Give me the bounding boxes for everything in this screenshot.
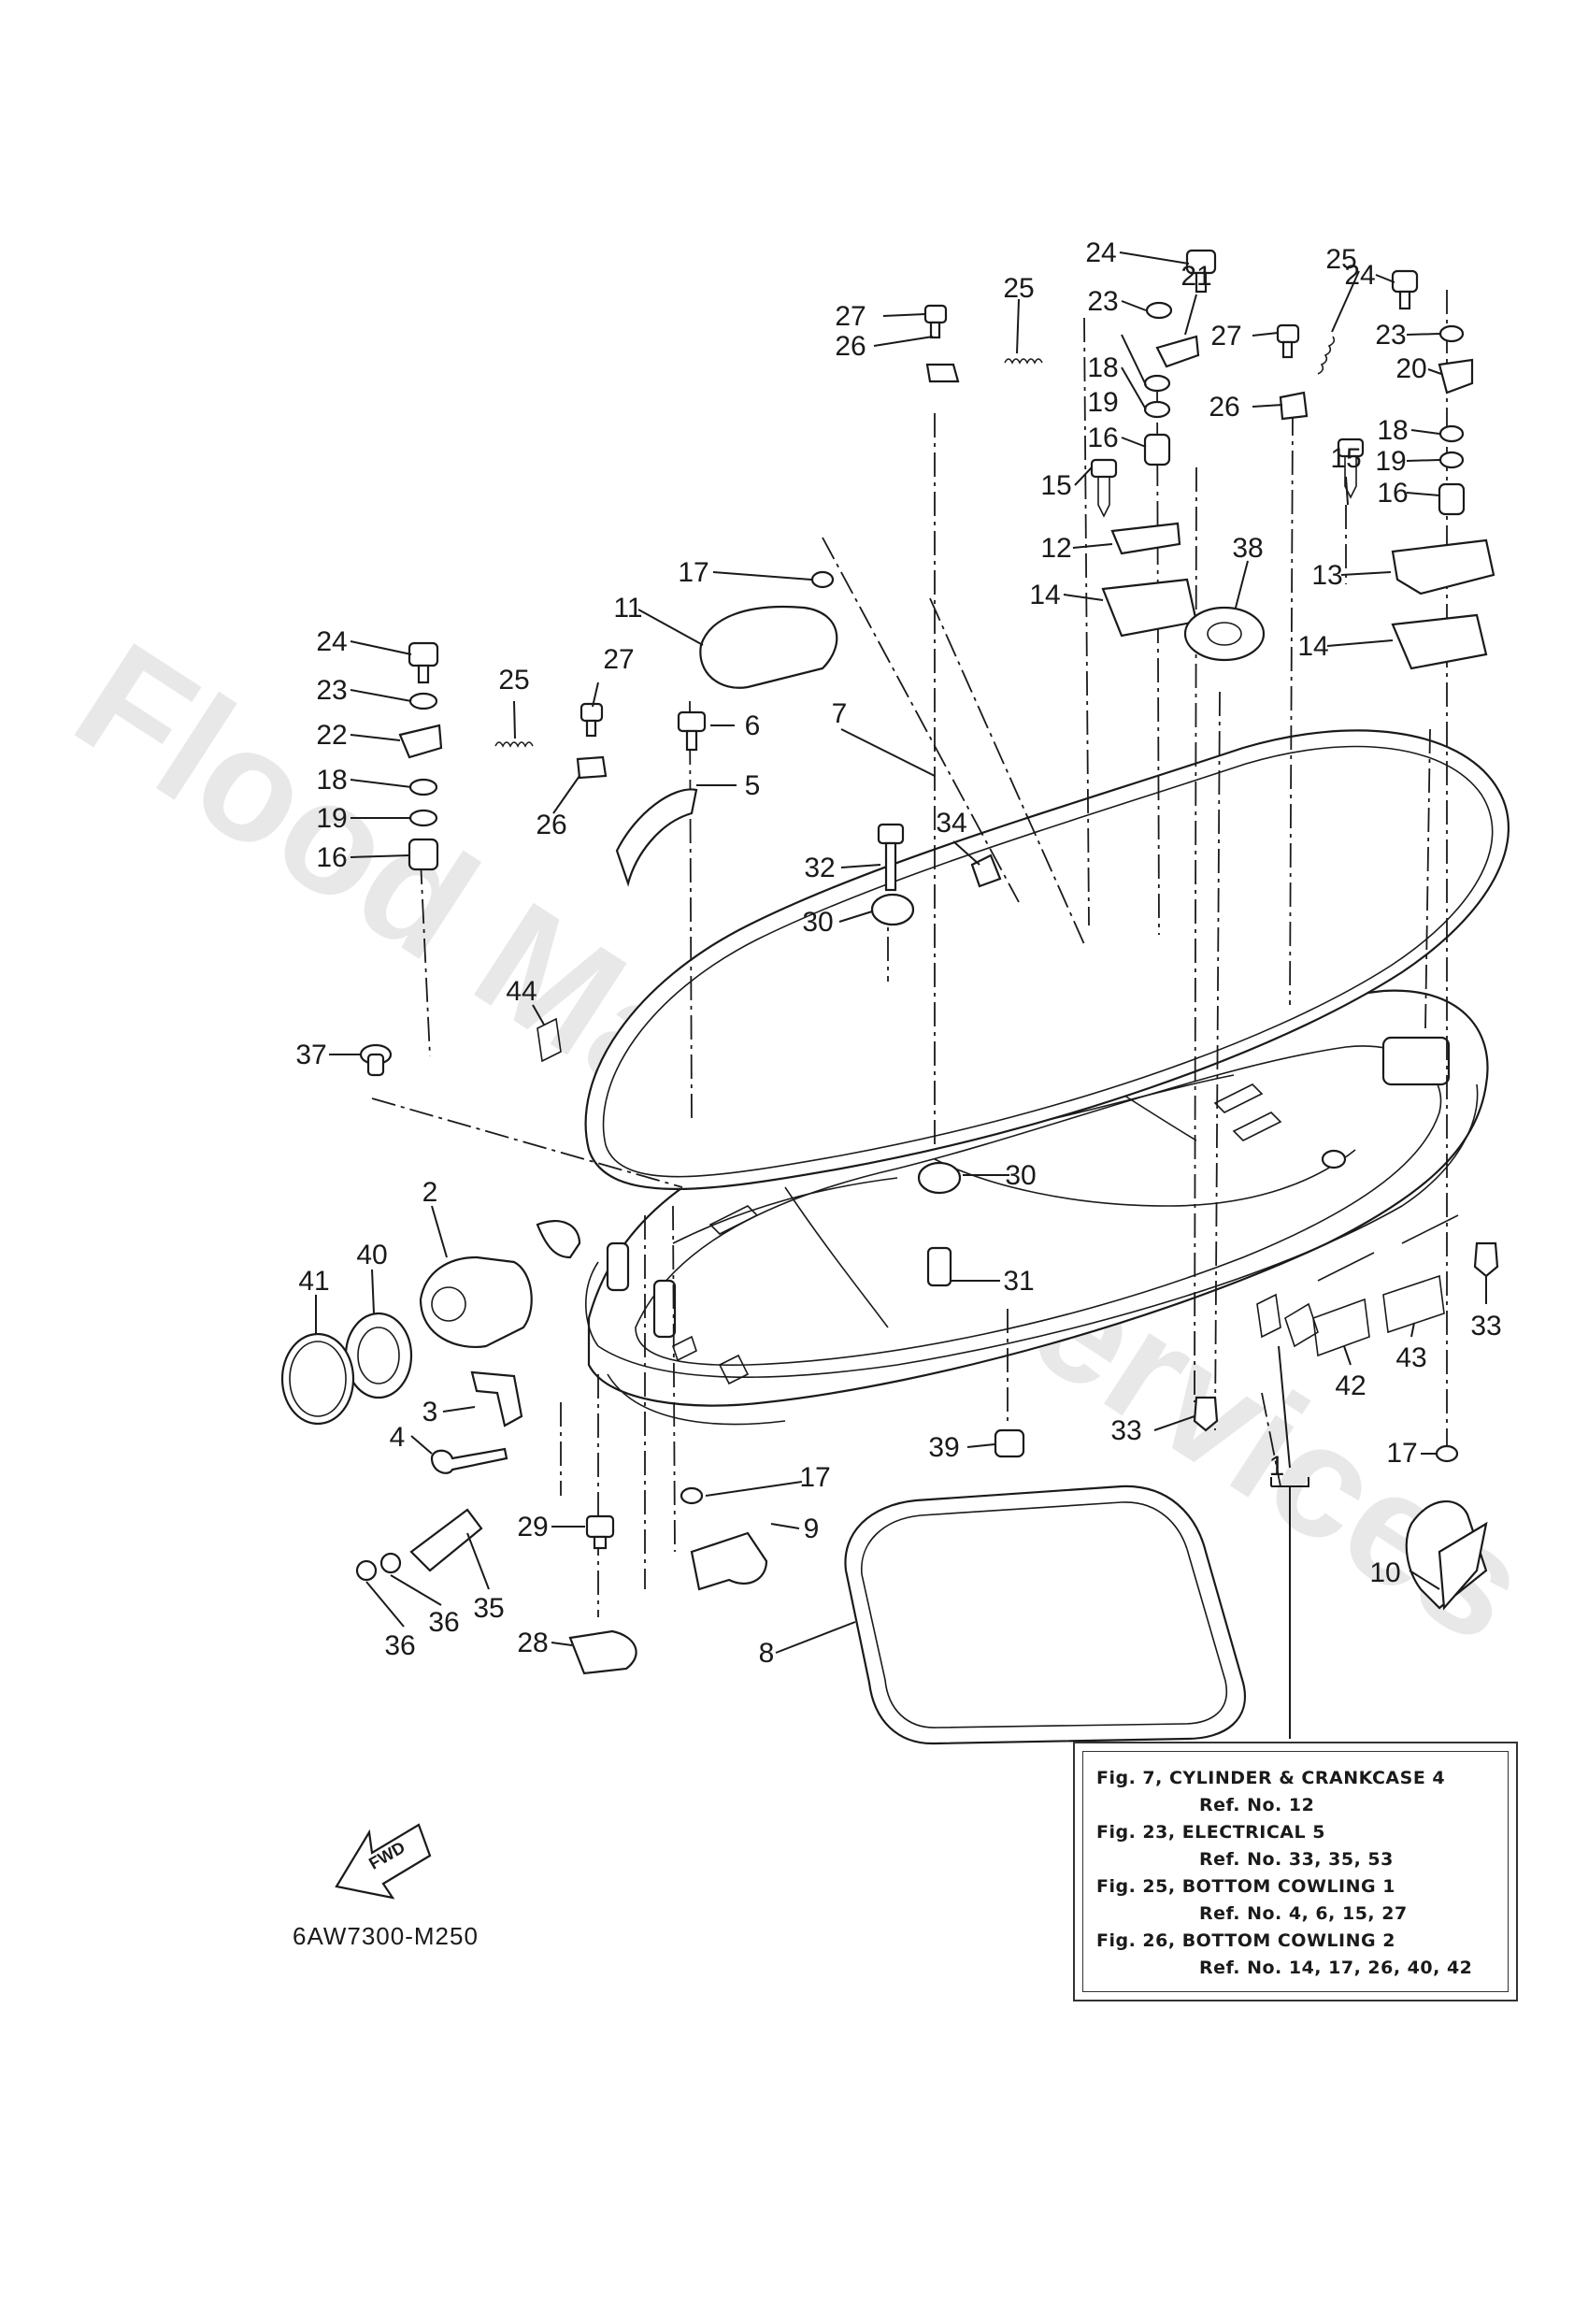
callout: 15 — [1040, 470, 1071, 501]
callout: 9 — [804, 1513, 820, 1544]
reference-figure: Fig. 25, BOTTOM COWLING 1 — [1096, 1876, 1395, 1897]
callout: 26 — [536, 810, 566, 840]
callout: 7 — [832, 698, 848, 729]
callout: 23 — [316, 675, 347, 706]
callout: 29 — [517, 1512, 548, 1542]
callout: 22 — [316, 720, 347, 751]
callout: 19 — [1375, 446, 1406, 477]
callout: 21 — [1180, 261, 1211, 292]
callout: 13 — [1311, 560, 1342, 591]
callout: 42 — [1335, 1370, 1366, 1401]
callout: 17 — [1386, 1438, 1417, 1469]
callout: 19 — [1087, 387, 1118, 418]
callout: 43 — [1395, 1342, 1426, 1373]
callout: 4 — [390, 1422, 406, 1453]
callout: 11 — [613, 593, 642, 624]
callout: 27 — [1210, 321, 1241, 351]
callout: 14 — [1029, 580, 1060, 610]
callout: 26 — [1209, 392, 1239, 423]
callout: 12 — [1040, 533, 1071, 564]
callout: 18 — [1377, 415, 1408, 446]
callout: 25 — [1325, 244, 1356, 275]
callout: 34 — [936, 808, 966, 839]
diagram-code: 6AW7300-M250 — [293, 1922, 479, 1950]
reference-numbers: Ref. No. 12 — [1199, 1795, 1315, 1815]
callout: 33 — [1470, 1311, 1501, 1341]
callout: 16 — [1087, 423, 1118, 453]
callout: 2 — [422, 1177, 438, 1208]
assembly-lines — [371, 290, 1448, 1617]
reference-numbers: Ref. No. 4, 6, 15, 27 — [1199, 1903, 1408, 1924]
leader-lines — [315, 251, 1487, 1739]
callout: 10 — [1369, 1557, 1400, 1588]
callout: 41 — [298, 1266, 329, 1297]
reference-figure: Fig. 7, CYLINDER & CRANKCASE 4 — [1096, 1768, 1446, 1788]
callout: 23 — [1375, 320, 1406, 351]
callout: 37 — [295, 1040, 326, 1070]
seal-7 — [584, 729, 1510, 1190]
callout: 20 — [1395, 353, 1426, 384]
callout: 15 — [1330, 443, 1361, 474]
callout: 39 — [928, 1432, 959, 1463]
callout: 32 — [804, 853, 835, 883]
callout: 24 — [316, 626, 347, 657]
callout: 27 — [835, 301, 866, 332]
callout: 24 — [1344, 260, 1375, 291]
callout: 14 — [1297, 631, 1328, 662]
callout: 8 — [759, 1638, 775, 1669]
callout: 16 — [316, 842, 347, 873]
callout: 18 — [1087, 352, 1118, 383]
callout: 33 — [1110, 1415, 1141, 1446]
callout: 31 — [1003, 1266, 1034, 1297]
callout: 17 — [678, 557, 708, 588]
callout: 3 — [422, 1397, 438, 1427]
callout: 25 — [498, 665, 529, 696]
callouts: 1 2 3 4 5 6 7 8 9 10 11 12 13 14 14 15 1… — [295, 237, 1501, 1669]
callout: 36 — [428, 1607, 459, 1638]
callout: 6 — [745, 710, 761, 741]
callout: 19 — [316, 803, 347, 834]
reference-numbers: Ref. No. 33, 35, 53 — [1199, 1849, 1394, 1870]
callout: 36 — [384, 1630, 415, 1661]
callout: 26 — [835, 331, 866, 362]
callout: 30 — [802, 907, 833, 938]
callout: 23 — [1087, 286, 1118, 317]
callout: 38 — [1232, 533, 1263, 564]
callout: 5 — [745, 770, 761, 801]
gasket-8 — [844, 1485, 1246, 1745]
callout: 28 — [517, 1628, 548, 1658]
callout: 25 — [1003, 273, 1034, 304]
callout: 30 — [1005, 1160, 1036, 1191]
callout: 24 — [1085, 237, 1116, 268]
callout: 1 — [1269, 1451, 1285, 1482]
callout: 44 — [506, 976, 537, 1007]
callout: 18 — [316, 765, 347, 796]
reference-figure: Fig. 26, BOTTOM COWLING 2 — [1096, 1930, 1395, 1951]
callout: 40 — [356, 1240, 387, 1270]
fwd-arrow: FWD — [335, 1823, 432, 1900]
small-parts: FWD — [280, 249, 1499, 1900]
reference-figure: Fig. 23, ELECTRICAL 5 — [1096, 1822, 1325, 1843]
callout: 16 — [1377, 478, 1408, 509]
callout: 17 — [799, 1462, 830, 1493]
reference-numbers: Ref. No. 14, 17, 26, 40, 42 — [1199, 1958, 1473, 1978]
callout: 27 — [603, 644, 634, 675]
callout: 35 — [473, 1593, 504, 1624]
reference-box: Fig. 7, CYLINDER & CRANKCASE 4 Ref. No. … — [1073, 1742, 1518, 2001]
